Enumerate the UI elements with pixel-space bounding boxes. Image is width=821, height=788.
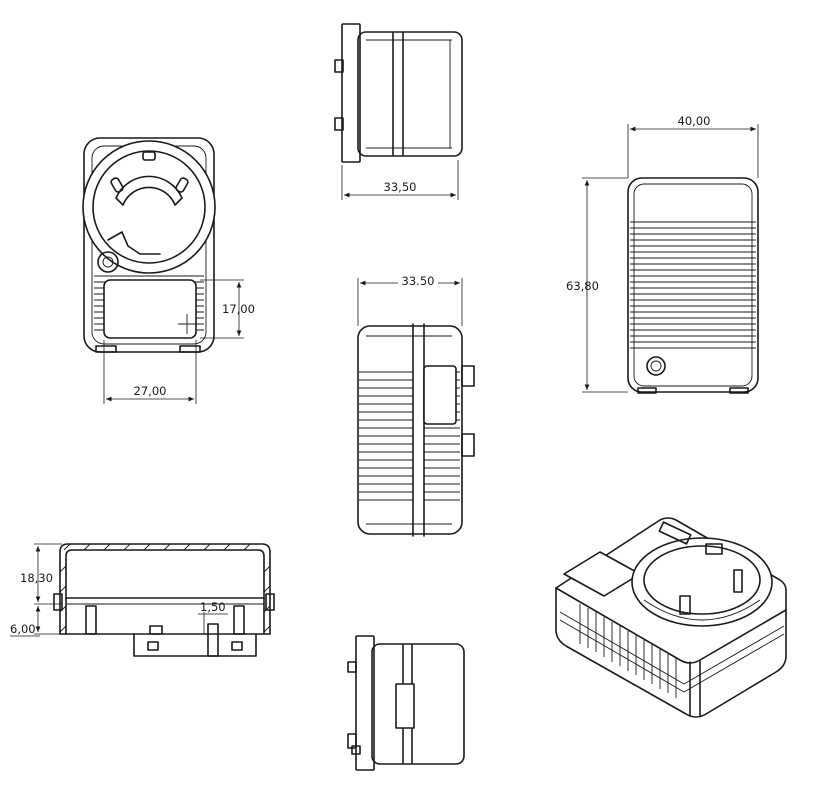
back-view — [627, 177, 759, 394]
dim-back-width: 40,00 — [627, 114, 759, 178]
dim-label-front-height: 17,00 — [222, 302, 255, 316]
dim-front-width: 27,00 — [103, 340, 197, 404]
dim-section-offset: 6,00 — [10, 606, 62, 637]
dim-label-back-height: 63,80 — [566, 279, 599, 293]
dim-label-top-width: 33,50 — [384, 180, 417, 194]
dim-side-width: 33.50 — [357, 274, 463, 326]
dim-label-side-width: 33.50 — [402, 274, 435, 288]
section-view — [53, 543, 275, 657]
dim-label-back-width: 40,00 — [678, 114, 711, 128]
back-view-ribs — [630, 221, 756, 349]
isometric-view — [555, 517, 787, 718]
dim-label-section-offset: 6,00 — [10, 622, 36, 636]
dim-back-height: 63,80 — [566, 177, 628, 393]
dim-front-height: 17,00 — [200, 279, 255, 339]
front-view — [82, 137, 216, 353]
bottom-view — [347, 635, 465, 771]
top-view — [334, 23, 463, 163]
isometric-ribs — [579, 604, 677, 698]
side-view — [357, 323, 475, 537]
dim-top-view-width: 33,50 — [341, 160, 459, 200]
dim-label-front-width: 27,00 — [134, 384, 167, 398]
dim-section-height: 18,30 — [20, 543, 62, 605]
section-hatch — [59, 543, 271, 633]
dim-label-section-height: 18,30 — [20, 571, 53, 585]
dim-label-wall-thickness: 1,50 — [200, 600, 226, 614]
dim-wall-thickness: 1,50 — [198, 600, 228, 634]
